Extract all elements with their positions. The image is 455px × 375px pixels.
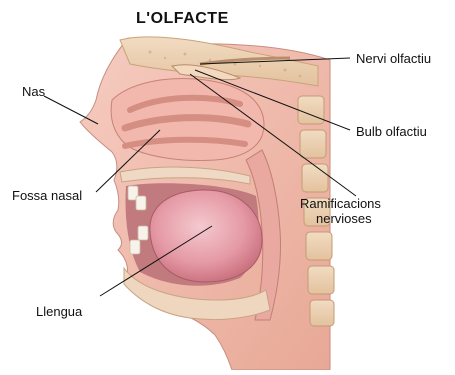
label-bulb-olfactiu: Bulb olfactiu (356, 124, 427, 139)
label-nervi-olfactiu: Nervi olfactiu (356, 51, 431, 66)
tongue (150, 190, 262, 282)
label-nervioses: nervioses (316, 211, 372, 226)
label-nas: Nas (22, 84, 45, 99)
diagram-title: L'OLFACTE (136, 10, 229, 28)
label-ramificacions: Ramificacions (300, 196, 381, 211)
leader-nas (44, 96, 98, 124)
label-fossa-nasal: Fossa nasal (12, 188, 82, 203)
label-llengua: Llengua (36, 304, 82, 319)
